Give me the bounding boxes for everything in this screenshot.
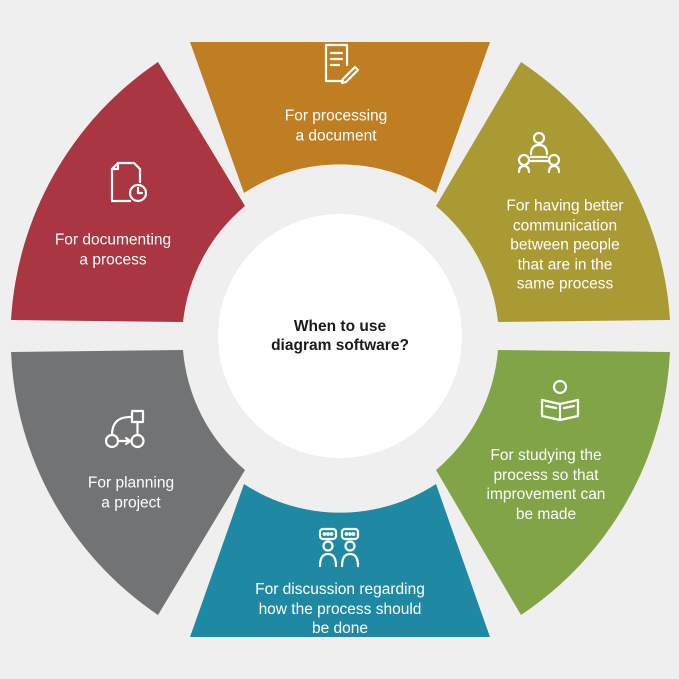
segment-documenting-process bbox=[11, 62, 245, 322]
label-planning-project: For planning a project bbox=[87, 474, 175, 512]
document-edit-icon bbox=[324, 43, 360, 85]
flowchart-icon bbox=[104, 409, 145, 449]
reading-person-icon bbox=[540, 379, 580, 422]
label-discussion: For discussion regarding how the process… bbox=[255, 580, 425, 637]
label-better-communication: For having better communication between … bbox=[506, 197, 624, 293]
segment-studying-process bbox=[436, 350, 670, 615]
segment-better-communication bbox=[436, 62, 670, 322]
label-studying-process: For studying the process so that improve… bbox=[486, 447, 606, 523]
people-network-icon bbox=[517, 131, 561, 174]
segment-discussion bbox=[190, 484, 490, 637]
segment-processing-document bbox=[190, 42, 490, 193]
document-clock-icon bbox=[110, 161, 148, 203]
segment-planning-project bbox=[11, 350, 245, 615]
label-processing-document: For processing a document bbox=[284, 107, 388, 145]
center-circle bbox=[218, 214, 462, 458]
center-title: When to use diagram software? bbox=[271, 318, 409, 354]
chat-people-icon bbox=[318, 527, 360, 568]
label-documenting-process: For documenting a process bbox=[54, 231, 172, 269]
